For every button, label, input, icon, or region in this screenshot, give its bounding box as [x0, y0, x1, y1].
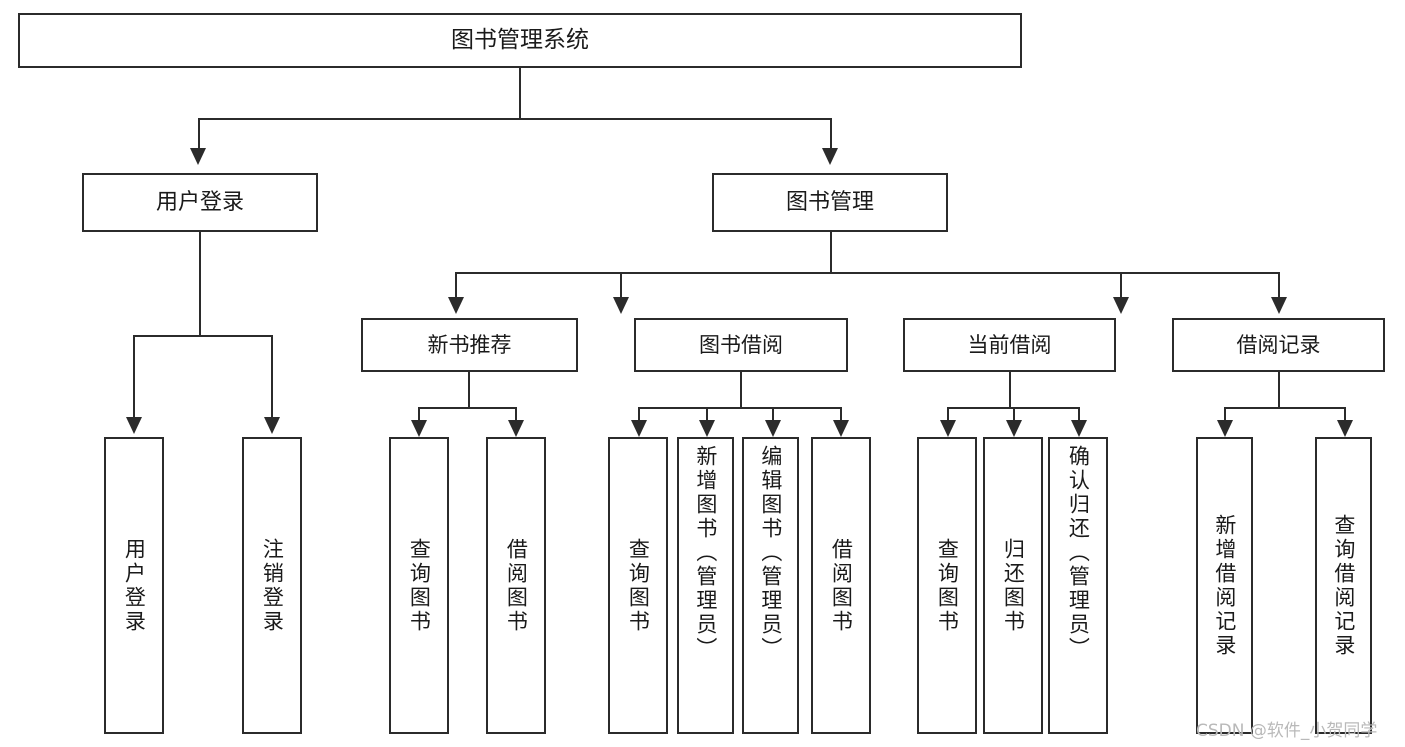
- node-book-borrow[interactable]: 图书借阅: [634, 318, 848, 372]
- connector-user-login-bar: [133, 335, 272, 337]
- node-borrow-record[interactable]: 借阅记录: [1172, 318, 1385, 372]
- leaf-borrow-record-query-record[interactable]: 查询借阅记录: [1315, 437, 1372, 734]
- arrow-new-book-leaf-2: [508, 420, 524, 437]
- connector-borrow-record-to-leaf-1: [1224, 407, 1226, 420]
- node-label: 用户登录: [122, 537, 147, 634]
- node-label: 查询图书: [935, 537, 960, 634]
- node-label: 编辑图书（管理员）: [758, 445, 783, 661]
- node-new-book-recommend[interactable]: 新书推荐: [361, 318, 578, 372]
- leaf-borrow-record-add-record[interactable]: 新增借阅记录: [1196, 437, 1253, 734]
- node-label: 注销登录: [260, 537, 285, 634]
- arrow-borrow-record-leaf-2: [1337, 420, 1353, 437]
- arrow-book-borrow-leaf-4: [833, 420, 849, 437]
- leaf-book-borrow-edit-book-admin[interactable]: 编辑图书（管理员）: [742, 437, 799, 734]
- arrow-new-book-leaf-1: [411, 420, 427, 437]
- node-label: 归还图书: [1001, 537, 1026, 634]
- leaf-book-borrow-add-book-admin[interactable]: 新增图书（管理员）: [677, 437, 734, 734]
- node-label: 借阅图书: [829, 537, 854, 634]
- node-label: 借阅记录: [1236, 332, 1321, 357]
- connector-user-login-to-leaf-1: [133, 335, 135, 417]
- leaf-user-login[interactable]: 用户登录: [104, 437, 164, 734]
- arrow-user-login-leaf-2: [264, 417, 280, 434]
- node-book-management[interactable]: 图书管理: [712, 173, 948, 232]
- arrow-book-borrow-leaf-3: [765, 420, 781, 437]
- arrow-root-to-book-mgmt: [822, 148, 838, 165]
- arrow-current-borrow-leaf-1: [940, 420, 956, 437]
- connector-root-to-book-mgmt: [830, 118, 832, 148]
- leaf-book-borrow-query-book[interactable]: 查询图书: [608, 437, 668, 734]
- node-label: 新书推荐: [427, 332, 512, 357]
- connector-book-mgmt-to-borrow-record: [1278, 272, 1280, 297]
- connector-book-borrow-to-leaf-2: [706, 407, 708, 420]
- connector-current-borrow-to-leaf-2: [1013, 407, 1015, 420]
- connector-borrow-record-trunk: [1278, 372, 1280, 407]
- connector-user-login-trunk: [199, 232, 201, 335]
- node-label: 查询图书: [626, 537, 651, 634]
- node-label: 用户登录: [155, 189, 244, 215]
- node-root-system[interactable]: 图书管理系统: [18, 13, 1022, 68]
- connector-new-book-bar: [418, 407, 516, 409]
- connector-root-bar: [198, 118, 832, 120]
- leaf-current-borrow-query-book[interactable]: 查询图书: [917, 437, 977, 734]
- arrow-root-to-user-login: [190, 148, 206, 165]
- arrow-current-borrow-leaf-3: [1071, 420, 1087, 437]
- leaf-book-borrow-borrow-book[interactable]: 借阅图书: [811, 437, 871, 734]
- connector-book-borrow-to-leaf-3: [772, 407, 774, 420]
- connector-current-borrow-bar: [947, 407, 1078, 409]
- node-current-borrow[interactable]: 当前借阅: [903, 318, 1116, 372]
- node-label: 当前借阅: [967, 332, 1052, 357]
- arrow-borrow-record-leaf-1: [1217, 420, 1233, 437]
- connector-book-mgmt-to-borrow-book: [620, 272, 622, 297]
- node-user-login[interactable]: 用户登录: [82, 173, 318, 232]
- leaf-user-logout[interactable]: 注销登录: [242, 437, 302, 734]
- connector-user-login-to-leaf-2: [271, 335, 273, 417]
- node-label: 确认归还（管理员）: [1066, 445, 1091, 661]
- node-label: 新增图书（管理员）: [693, 445, 718, 661]
- connector-new-book-to-leaf-2: [515, 407, 517, 420]
- connector-borrow-record-to-leaf-2: [1344, 407, 1346, 420]
- arrow-book-borrow-leaf-2: [699, 420, 715, 437]
- connector-root-trunk: [519, 68, 521, 118]
- arrow-current-borrow-leaf-2: [1006, 420, 1022, 437]
- node-label: 图书管理系统: [451, 26, 589, 53]
- connector-book-mgmt-bar: [455, 272, 1278, 274]
- connector-book-mgmt-trunk: [830, 232, 832, 272]
- connector-current-borrow-to-leaf-1: [947, 407, 949, 420]
- arrow-book-mgmt-new-book: [448, 297, 464, 314]
- node-label: 查询借阅记录: [1331, 513, 1356, 658]
- arrow-book-mgmt-current-borrow: [1113, 297, 1129, 314]
- connector-new-book-to-leaf-1: [418, 407, 420, 420]
- connector-current-borrow-to-leaf-3: [1078, 407, 1080, 420]
- connector-new-book-trunk: [468, 372, 470, 407]
- connector-current-borrow-trunk: [1009, 372, 1011, 407]
- leaf-current-borrow-confirm-return-admin[interactable]: 确认归还（管理员）: [1048, 437, 1108, 734]
- arrow-book-mgmt-borrow-record: [1271, 297, 1287, 314]
- node-label: 新增借阅记录: [1212, 513, 1237, 658]
- connector-book-borrow-bar: [638, 407, 841, 409]
- csdn-watermark: CSDN @软件_小贺同学: [1196, 721, 1378, 741]
- node-label: 图书管理: [785, 189, 874, 215]
- connector-book-borrow-trunk: [740, 372, 742, 407]
- node-label: 借阅图书: [504, 537, 529, 634]
- node-label: 图书借阅: [699, 332, 783, 357]
- arrow-user-login-leaf-1: [126, 417, 142, 434]
- leaf-new-book-query-book[interactable]: 查询图书: [389, 437, 449, 734]
- connector-borrow-record-bar: [1224, 407, 1344, 409]
- connector-root-to-user-login: [198, 118, 200, 148]
- leaf-current-borrow-return-book[interactable]: 归还图书: [983, 437, 1043, 734]
- connector-book-mgmt-to-current-borrow: [1120, 272, 1122, 297]
- connector-book-borrow-to-leaf-1: [638, 407, 640, 420]
- connector-book-mgmt-to-new-book: [455, 272, 457, 297]
- arrow-book-borrow-leaf-1: [631, 420, 647, 437]
- node-label: 查询图书: [407, 537, 432, 634]
- connector-book-borrow-to-leaf-4: [840, 407, 842, 420]
- leaf-new-book-borrow-book[interactable]: 借阅图书: [486, 437, 546, 734]
- arrow-book-mgmt-borrow-book: [613, 297, 629, 314]
